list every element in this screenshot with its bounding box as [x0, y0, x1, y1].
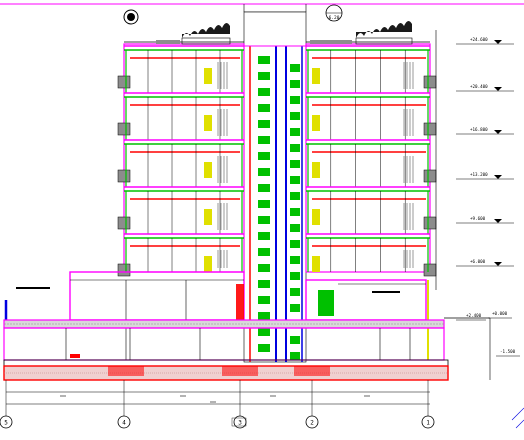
- roof-planters: [156, 20, 413, 45]
- stair-tread: [258, 344, 270, 352]
- grid-bubble: [0, 415, 13, 429]
- stair-tread: [258, 232, 270, 240]
- left-wing-floors: [117, 41, 245, 277]
- elevation-markers: +24.600 +20.400 +16.800 +13.200 +9.600 +6.000: [435, 30, 514, 290]
- elevation-label: +24.600: [470, 37, 488, 42]
- stair-tread: [258, 296, 270, 304]
- elevation-triangle-icon: [494, 87, 502, 91]
- fixture-mark: [204, 115, 212, 131]
- balcony-block: [117, 169, 131, 183]
- elevation-triangle-icon: [494, 40, 502, 44]
- fixture-mark: [204, 162, 212, 178]
- fixture-mark: [204, 209, 212, 225]
- top-marker: 6.20: [325, 4, 343, 22]
- balcony-block: [117, 75, 131, 89]
- elevation-triangle-icon: [494, 262, 502, 266]
- stair-tread: [258, 280, 270, 288]
- fixture-mark: [312, 68, 320, 84]
- stair-tread: [258, 120, 270, 128]
- stair-tread: [258, 88, 270, 96]
- stair-tread: [258, 152, 270, 160]
- stair-tread: [290, 352, 300, 360]
- stair-tread: [290, 272, 300, 280]
- fixture-mark: [204, 68, 212, 84]
- elevation-label: +13.200: [470, 172, 488, 177]
- stair-tread: [290, 96, 300, 104]
- stair-tread: [258, 312, 270, 320]
- grid-bubble: [305, 415, 319, 429]
- fixture-mark: [312, 256, 320, 272]
- podium-level: [4, 271, 429, 360]
- grid-label: 4: [122, 420, 126, 427]
- stair-tread: [258, 104, 270, 112]
- stair-tread: [290, 64, 300, 72]
- stair-tread: [290, 336, 300, 344]
- elevation-label: +20.400: [470, 84, 488, 89]
- elevation-triangle-icon: [494, 175, 502, 179]
- fixture-mark: [204, 256, 212, 272]
- north-arrow-icon: [123, 9, 139, 25]
- grid-label: 3: [238, 420, 242, 427]
- balcony-block: [423, 169, 437, 183]
- elevation-label: +6.000: [470, 259, 486, 264]
- fixture-mark: [312, 162, 320, 178]
- stair-tread: [290, 208, 300, 216]
- grid-label: 1: [426, 420, 430, 427]
- stair-tread: [290, 192, 300, 200]
- balcony-block: [423, 75, 437, 89]
- balcony-block: [117, 122, 131, 136]
- stair-tread: [258, 248, 270, 256]
- elevation-triangle-icon: [494, 219, 502, 223]
- grid-bubble: [117, 415, 131, 429]
- stair-tread: [290, 288, 300, 296]
- elevation-label: +9.600: [470, 216, 486, 221]
- stair-tread: [258, 72, 270, 80]
- dimension-lines: [6, 391, 524, 429]
- balcony-block: [423, 216, 437, 230]
- stair-tread: [258, 264, 270, 272]
- stair-tread: [258, 200, 270, 208]
- stair-tread: [290, 176, 300, 184]
- stair-tread: [290, 144, 300, 152]
- stair-tread: [290, 224, 300, 232]
- top-marker-label: 6.20: [329, 15, 340, 21]
- balcony-block: [117, 263, 131, 277]
- grid-axis-tag: [231, 417, 247, 427]
- fixture-mark: [312, 209, 320, 225]
- stair-tread: [258, 168, 270, 176]
- elevation-triangle-icon: [494, 130, 502, 134]
- balcony-block: [423, 122, 437, 136]
- stair-tread: [258, 328, 270, 336]
- sheet-frame: [0, 3, 524, 13]
- stair-tread: [258, 184, 270, 192]
- stair-tread: [290, 160, 300, 168]
- stair-tread: [290, 304, 300, 312]
- grid-label: 5: [4, 420, 8, 427]
- stair-tread: [290, 128, 300, 136]
- level-label-podium: +2.400: [466, 313, 482, 318]
- grid-label: 2: [310, 420, 314, 427]
- grid-bubble: [421, 415, 435, 429]
- stair-tread: [290, 80, 300, 88]
- lower-level-markers: +2.400 +0.000 -1.500: [456, 311, 520, 357]
- stair-tread: [258, 216, 270, 224]
- grid-axes: 5 4 3 2 1: [0, 380, 435, 429]
- right-wing-floors: [305, 41, 437, 277]
- balcony-block: [117, 216, 131, 230]
- level-label-basement: -1.500: [500, 349, 516, 354]
- stair-tread: [258, 56, 270, 64]
- stair-treads: [258, 56, 300, 360]
- balcony-block: [423, 263, 437, 277]
- stair-tread: [290, 256, 300, 264]
- level-label-ground: +0.000: [492, 311, 508, 316]
- stair-tread: [258, 136, 270, 144]
- stair-tread: [290, 240, 300, 248]
- ground-level: [3, 317, 491, 381]
- elevation-label: +16.800: [470, 127, 488, 132]
- fixture-mark: [312, 115, 320, 131]
- stair-tread: [290, 112, 300, 120]
